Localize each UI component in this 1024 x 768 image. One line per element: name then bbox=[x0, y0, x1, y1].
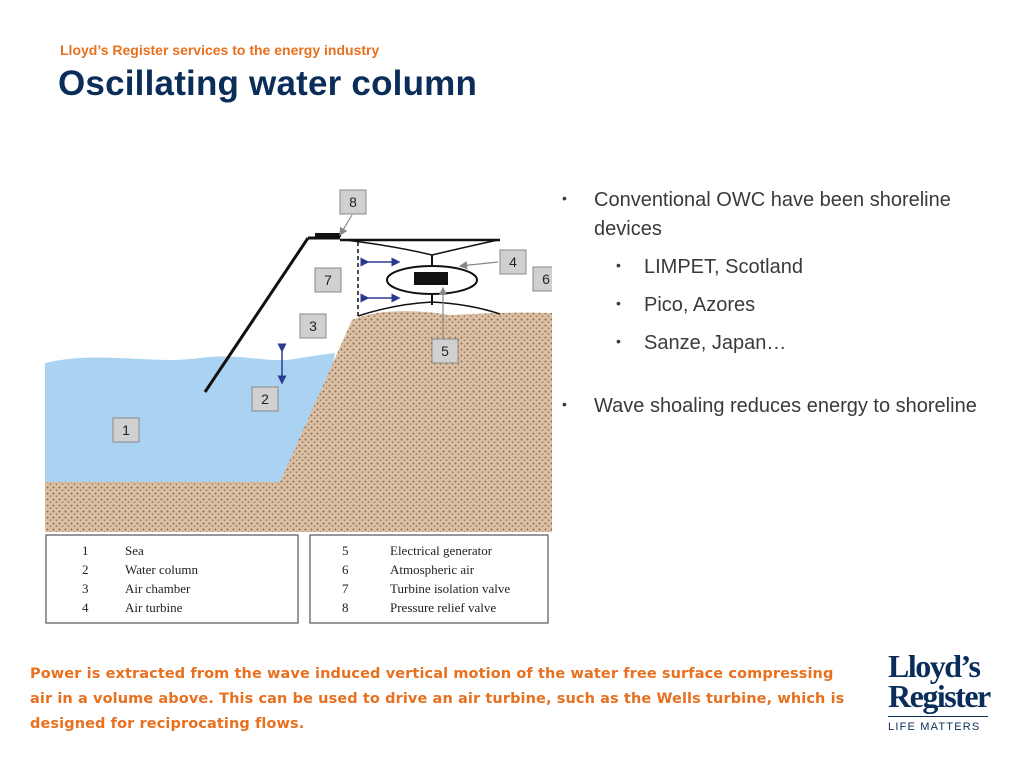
svg-text:6: 6 bbox=[342, 562, 349, 577]
svg-text:Turbine isolation valve: Turbine isolation valve bbox=[390, 581, 510, 596]
section-subtitle: Lloyd’s Register services to the energy … bbox=[60, 42, 380, 58]
bullet-dot-icon: • bbox=[562, 396, 567, 412]
svg-text:4: 4 bbox=[82, 600, 89, 615]
svg-text:7: 7 bbox=[342, 581, 349, 596]
svg-text:Air chamber: Air chamber bbox=[125, 581, 191, 596]
svg-text:8: 8 bbox=[342, 600, 349, 615]
bullet-item: •Conventional OWC have been shoreline de… bbox=[562, 186, 1002, 244]
svg-text:Sea: Sea bbox=[125, 543, 144, 558]
legend-table-left bbox=[45, 534, 299, 624]
bullet-list: •Conventional OWC have been shoreline de… bbox=[562, 186, 1002, 421]
sub-bullet-item: •Pico, Azores bbox=[562, 291, 1002, 320]
label-box-7: 7 bbox=[314, 267, 342, 293]
bullet-dot-icon: • bbox=[616, 257, 621, 273]
sub-bullet-item: •Sanze, Japan… bbox=[562, 329, 1002, 358]
svg-text:7: 7 bbox=[324, 272, 332, 288]
label-box-8: 8 bbox=[339, 189, 367, 215]
bullet-item: •Wave shoaling reduces energy to shoreli… bbox=[562, 392, 1002, 421]
svg-text:Pressure relief valve: Pressure relief valve bbox=[390, 600, 496, 615]
svg-text:2: 2 bbox=[261, 391, 269, 407]
label-box-6: 6 bbox=[532, 266, 552, 292]
svg-text:3: 3 bbox=[309, 318, 317, 334]
legend-right-rows: 5 Electrical generator 6 Atmospheric air 7… bbox=[342, 543, 510, 615]
svg-text:5: 5 bbox=[342, 543, 349, 558]
logo-tagline: LIFE MATTERS bbox=[888, 721, 981, 733]
bullet-dot-icon: • bbox=[616, 295, 621, 311]
svg-text:4: 4 bbox=[509, 254, 517, 270]
svg-text:Water column: Water column bbox=[125, 562, 198, 577]
svg-text:2: 2 bbox=[82, 562, 89, 577]
label-box-3: 3 bbox=[299, 313, 327, 339]
sub-bullet-item: •LIMPET, Scotland bbox=[562, 253, 1002, 282]
label-box-4: 4 bbox=[499, 249, 527, 275]
svg-text:6: 6 bbox=[542, 271, 550, 287]
svg-text:8: 8 bbox=[349, 194, 357, 210]
label-box-1: 1 bbox=[112, 417, 140, 443]
caption-text: Power is extracted from the wave induced… bbox=[30, 666, 845, 732]
svg-text:5: 5 bbox=[441, 343, 449, 359]
label-box-2: 2 bbox=[251, 386, 279, 412]
svg-text:Atmospheric air: Atmospheric air bbox=[390, 562, 475, 577]
svg-text:Electrical generator: Electrical generator bbox=[390, 543, 493, 558]
svg-text:3: 3 bbox=[82, 581, 89, 596]
legend-table-right bbox=[309, 534, 549, 624]
svg-text:1: 1 bbox=[82, 543, 89, 558]
slide-title: Oscillating water column bbox=[58, 64, 478, 103]
rock-foundation bbox=[45, 311, 552, 532]
legend-left-rows: 1 Sea 2 Water column 3 Air chamber 4 Air tur… bbox=[82, 543, 198, 615]
svg-text:1: 1 bbox=[122, 422, 130, 438]
bullet-dot-icon: • bbox=[616, 333, 621, 349]
svg-text:Air turbine: Air turbine bbox=[125, 600, 183, 615]
bullet-dot-icon: • bbox=[562, 190, 567, 206]
lloyds-register-logo: Lloyd’s Register LIFE MATTERS bbox=[888, 650, 992, 742]
sea-water bbox=[45, 353, 335, 482]
label-box-5: 5 bbox=[431, 338, 459, 364]
